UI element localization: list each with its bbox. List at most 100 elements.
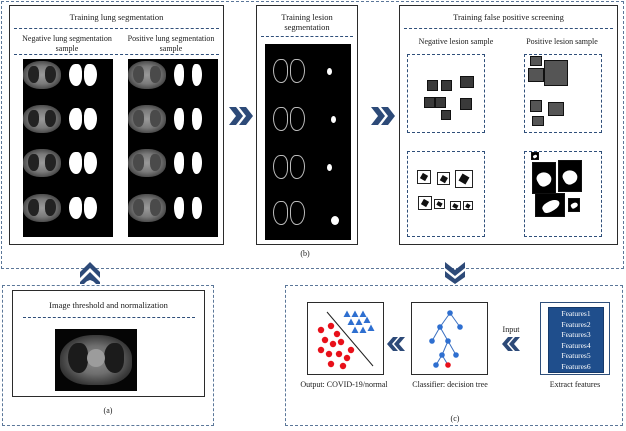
lung-mask-left — [174, 152, 184, 174]
negative-mask — [463, 201, 473, 210]
threshold-panel: Image threshold and normalization — [12, 290, 205, 397]
panel-c-label: (c) — [450, 414, 460, 423]
lesion-shape — [534, 169, 555, 189]
ct-left-lung — [68, 343, 88, 373]
red-point — [333, 330, 341, 338]
red-point — [317, 346, 325, 354]
lesion-mask-spot — [331, 116, 336, 123]
tree-edge — [449, 312, 461, 328]
ct-slice-thumbnail — [127, 191, 167, 225]
features-list: Features1 Features2 Features3 Features4 … — [548, 307, 604, 373]
negative-patch — [435, 97, 446, 108]
lung-mask-left — [69, 152, 82, 174]
ct-lung — [28, 110, 39, 127]
feature-2: Features2 — [561, 319, 591, 329]
mask-shape — [419, 172, 429, 182]
mask-shape — [436, 201, 443, 207]
features-box: Features1 Features2 Features3 Features4 … — [540, 302, 610, 375]
double-chevron-right-icon — [371, 107, 395, 125]
ct-slice-thumbnail — [127, 58, 167, 92]
lung-mask-thumbnail — [171, 102, 207, 136]
ct-right-lung — [104, 343, 124, 373]
ct-heart — [87, 349, 105, 367]
positive-mask — [558, 160, 582, 192]
negative-mask — [455, 170, 473, 188]
blue-point — [355, 318, 363, 325]
lung-outline-right — [290, 201, 305, 225]
positive-mask — [531, 152, 539, 160]
negative-patch — [460, 98, 472, 110]
red-point — [317, 326, 325, 334]
output-box — [307, 302, 384, 375]
lesion-mask-spot — [327, 164, 332, 171]
ct-lung — [150, 154, 161, 171]
ct-lung — [133, 199, 144, 216]
ct-lung — [150, 110, 161, 127]
red-point — [327, 360, 335, 368]
blue-point — [359, 326, 367, 333]
lung-mask-left — [69, 64, 82, 86]
tree-node — [445, 362, 451, 368]
negative-mask — [434, 199, 445, 209]
lung-mask-right — [84, 108, 97, 130]
lesion-mask-spot — [327, 68, 332, 75]
positive-lung-label-text: Positive lung segmentation sample — [127, 34, 215, 53]
ct-lung — [45, 110, 56, 127]
ct-lung — [133, 110, 144, 127]
negative-lesion-box-top — [407, 54, 485, 133]
blue-point — [367, 324, 375, 331]
lung-outline-right — [290, 155, 305, 179]
lung-mask-thumbnail — [171, 146, 207, 180]
double-chevron-left-icon — [387, 337, 405, 351]
double-chevron-down-icon — [445, 262, 465, 284]
negative-patch — [460, 76, 474, 88]
mask-shape — [458, 173, 470, 185]
classifier-label: Classifier: decision tree — [412, 380, 488, 389]
lung-mask-right — [84, 197, 97, 219]
lung-outline-right — [290, 59, 305, 83]
mask-shape — [439, 174, 448, 183]
ct-lung — [28, 154, 39, 171]
lung-outline-left — [273, 59, 288, 83]
blue-point — [359, 310, 367, 317]
ct-slice-thumbnail — [127, 102, 167, 136]
blue-point — [351, 326, 359, 333]
double-chevron-left-icon — [502, 337, 520, 351]
lung-mask-thumbnail — [66, 102, 102, 136]
mask-shape — [420, 198, 430, 208]
bottom-left-outer-frame — [2, 285, 214, 426]
lung-mask-right — [192, 152, 202, 174]
positive-lung-label: Positive lung segmentation sample — [122, 34, 220, 54]
lesion-segmentation-panel: Training lesion segmentation — [256, 5, 358, 245]
ct-lung — [45, 199, 56, 216]
input-label: Input — [502, 325, 520, 334]
divider — [14, 28, 219, 29]
decision-boundary-line — [326, 311, 374, 367]
feature-6: Features6 — [561, 361, 591, 371]
negative-lesion-label: Negative lesion sample — [418, 37, 494, 46]
ct-lung — [28, 199, 39, 216]
double-chevron-right-icon — [229, 107, 253, 125]
tree-node — [433, 362, 439, 368]
lesion-ct-outline — [269, 102, 309, 136]
ct-slice-thumbnail — [22, 102, 62, 136]
lesion-segmentation-title: Training lesion segmentation — [261, 12, 353, 32]
red-point — [321, 336, 329, 344]
lung-outline-left — [273, 201, 288, 225]
extract-features-label: Extract features — [549, 380, 601, 389]
ct-lung — [150, 66, 161, 83]
positive-lesion-box-top — [524, 54, 602, 133]
positive-mask — [535, 193, 565, 217]
tree-node — [439, 352, 445, 358]
positive-patch — [548, 102, 564, 116]
red-point — [343, 354, 351, 362]
lung-segmentation-title: Training lung segmentation — [69, 12, 164, 22]
negative-mask — [450, 201, 461, 210]
feature-1: Features1 — [561, 309, 591, 318]
positive-patch — [530, 56, 542, 66]
blue-point — [347, 318, 355, 325]
lesion-shape — [532, 154, 538, 159]
ct-slice-thumbnail — [22, 146, 62, 180]
output-label: Output: COVID-19/normal — [300, 380, 388, 389]
ct-slice-thumbnail — [22, 58, 62, 92]
